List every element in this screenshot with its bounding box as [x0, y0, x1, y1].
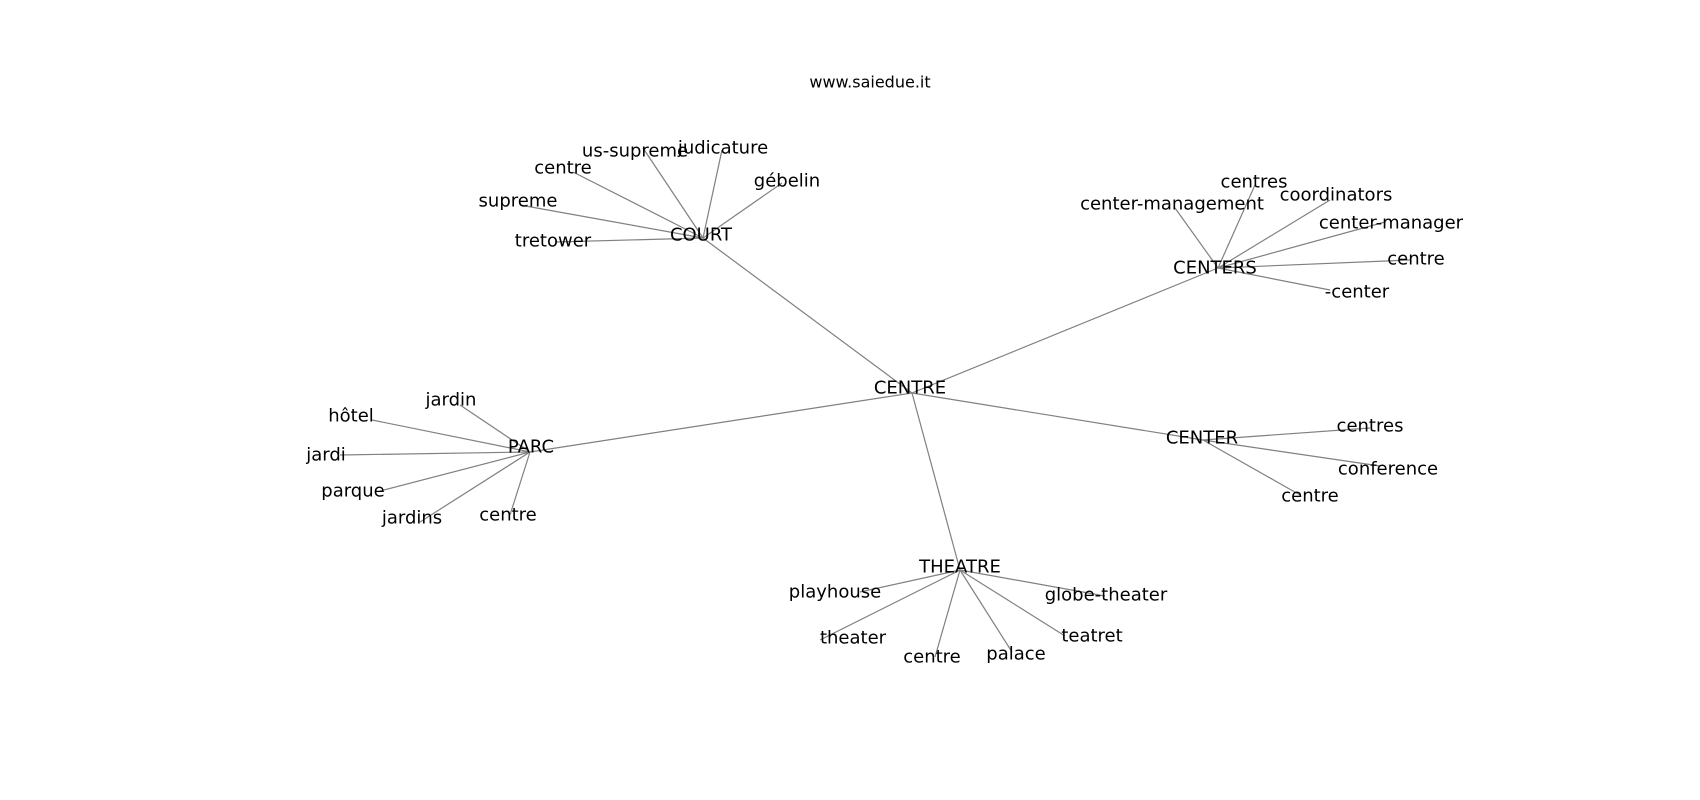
leaf-node-theatre-palace: palace [986, 644, 1045, 665]
leaf-node-theatre-theater: theater [820, 628, 887, 649]
edge-center-to-conference [1202, 439, 1381, 467]
edge-court-to-centre [572, 171, 704, 239]
watermark: www.saiedue.it [809, 73, 930, 92]
leaf-node-centers-centres: centres [1221, 172, 1288, 193]
leaf-node-court-judicature: judicature [677, 138, 768, 159]
edge-parc-to-hôtel [371, 419, 531, 453]
leaf-node-theatre-playhouse: playhouse [789, 582, 881, 603]
edge-centers-to-center-manager [1217, 221, 1386, 269]
leaf-node-centers-coordinators: coordinators [1280, 185, 1393, 206]
leaf-node-center-conference: conference [1338, 459, 1438, 480]
leaf-node-center-centre: centre [1281, 486, 1339, 507]
edge-root-to-theatre [911, 392, 961, 571]
edge-parc-to-jardin [459, 404, 531, 453]
hub-node-parc: PARC [508, 437, 554, 458]
leaf-node-centers-center-management: center-management [1080, 194, 1264, 215]
leaf-node-center-centres: centres [1337, 416, 1404, 437]
leaf-node-parc-centre: centre [479, 505, 537, 526]
leaf-node-court-gébelin: gébelin [754, 171, 820, 192]
edge-root-to-center [911, 392, 1204, 441]
hub-node-centers: CENTERS [1173, 258, 1257, 279]
edge-theatre-to-centre [934, 569, 961, 658]
edge-court-to-supreme [519, 204, 704, 239]
leaf-node-court-centre: centre [534, 158, 592, 179]
hub-node-court: COURT [670, 225, 733, 246]
edge-root-to-court [702, 237, 913, 394]
leaf-node-parc-jardi: jardi [305, 445, 346, 466]
edge-centers-to-centre [1217, 259, 1411, 269]
hub-node-center: CENTER [1166, 428, 1238, 449]
leaf-node-court-us-supreme: us-supreme [582, 141, 688, 162]
hub-node-theatre: THEATRE [918, 557, 1001, 578]
leaf-node-centers-center-manager: center-manager [1319, 213, 1464, 234]
edge-parc-to-parque [379, 451, 531, 492]
edge-parc-to-jardins [419, 451, 531, 523]
edge-court-to-judicature [702, 149, 723, 239]
root-node-label: CENTRE [874, 378, 946, 399]
edge-theatre-to-teatret [959, 569, 1066, 637]
edge-theatre-to-playhouse [859, 569, 961, 593]
edge-centers-to-center-management [1174, 207, 1219, 269]
leaf-node-theatre-teatret: teatret [1061, 626, 1122, 647]
edge-centers-to-center [1217, 267, 1331, 291]
leaf-node-theatre-globe-theater: globe-theater [1045, 585, 1168, 606]
edge-center-to-centres [1202, 427, 1371, 441]
edge-theatre-to-theater [819, 569, 961, 641]
edge-center-to-centre [1202, 439, 1301, 496]
edge-parc-to-centre [509, 451, 531, 516]
leaf-node-centers-center: -center [1325, 282, 1390, 303]
edge-court-to-tretower [554, 237, 704, 243]
edge-parc-to-jardi [339, 451, 531, 456]
graph-edges [339, 147, 1411, 658]
edge-theatre-to-palace [959, 569, 1013, 653]
leaf-node-court-supreme: supreme [479, 191, 558, 212]
leaf-node-parc-hôtel: hôtel [328, 406, 374, 427]
edge-root-to-parc [529, 392, 913, 453]
leaf-node-centers-centre: centre [1387, 249, 1445, 270]
edge-centers-to-centres [1217, 184, 1256, 269]
leaf-node-parc-jardins: jardins [381, 508, 442, 529]
leaf-node-parc-parque: parque [321, 481, 384, 502]
leaf-node-court-tretower: tretower [515, 231, 592, 252]
edge-court-to-gébelin [702, 182, 783, 239]
leaf-node-parc-jardin: jardin [425, 390, 477, 411]
edge-root-to-centers [911, 267, 1219, 394]
edge-centers-to-coordinators [1217, 199, 1331, 269]
edge-theatre-to-globe-theater [959, 569, 1106, 597]
leaf-node-theatre-centre: centre [903, 647, 961, 668]
edge-court-to-us-supreme [642, 147, 704, 239]
